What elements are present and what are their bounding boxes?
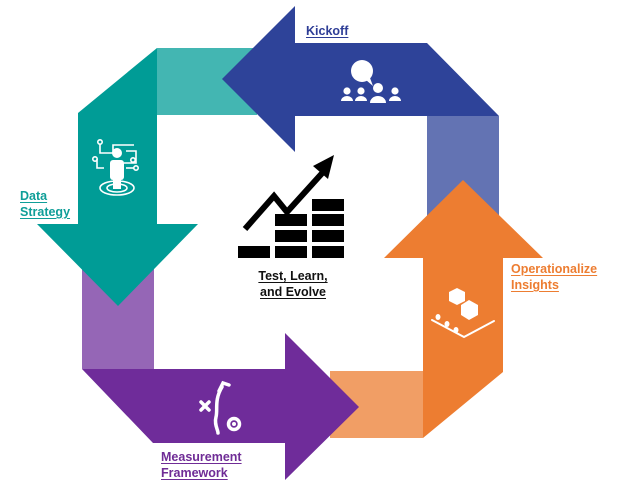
operationalize-label-line-2: Insights	[511, 278, 559, 292]
measurement-framework-arrow	[82, 333, 359, 480]
data-strategy-label-line-1: Data	[20, 189, 48, 203]
person-figure	[110, 148, 124, 189]
measurement-label-line-2: Framework	[161, 466, 228, 480]
operationalize-insights-label[interactable]: Operationalize Insights	[511, 261, 597, 293]
center-label[interactable]: Test, Learn, and Evolve	[241, 268, 345, 300]
team-discussion-icon	[341, 60, 401, 103]
center-label-line-1: Test, Learn,	[258, 269, 328, 283]
data-strategy-label[interactable]: Data Strategy	[20, 188, 70, 220]
kickoff-label-line: Kickoff	[306, 24, 349, 38]
conveyor-boxes-icon	[431, 288, 495, 339]
measurement-framework-label[interactable]: Measurement Framework	[161, 449, 242, 481]
playbook-icon	[199, 380, 242, 435]
data-strategy-label-line-2: Strategy	[20, 205, 71, 219]
kickoff-label[interactable]: Kickoff	[306, 23, 348, 39]
measurement-label-line-1: Measurement	[161, 450, 242, 464]
center-label-line-2: and Evolve	[260, 285, 326, 299]
operationalize-label-line-1: Operationalize	[511, 262, 598, 276]
growth-chart-icon	[238, 155, 344, 258]
